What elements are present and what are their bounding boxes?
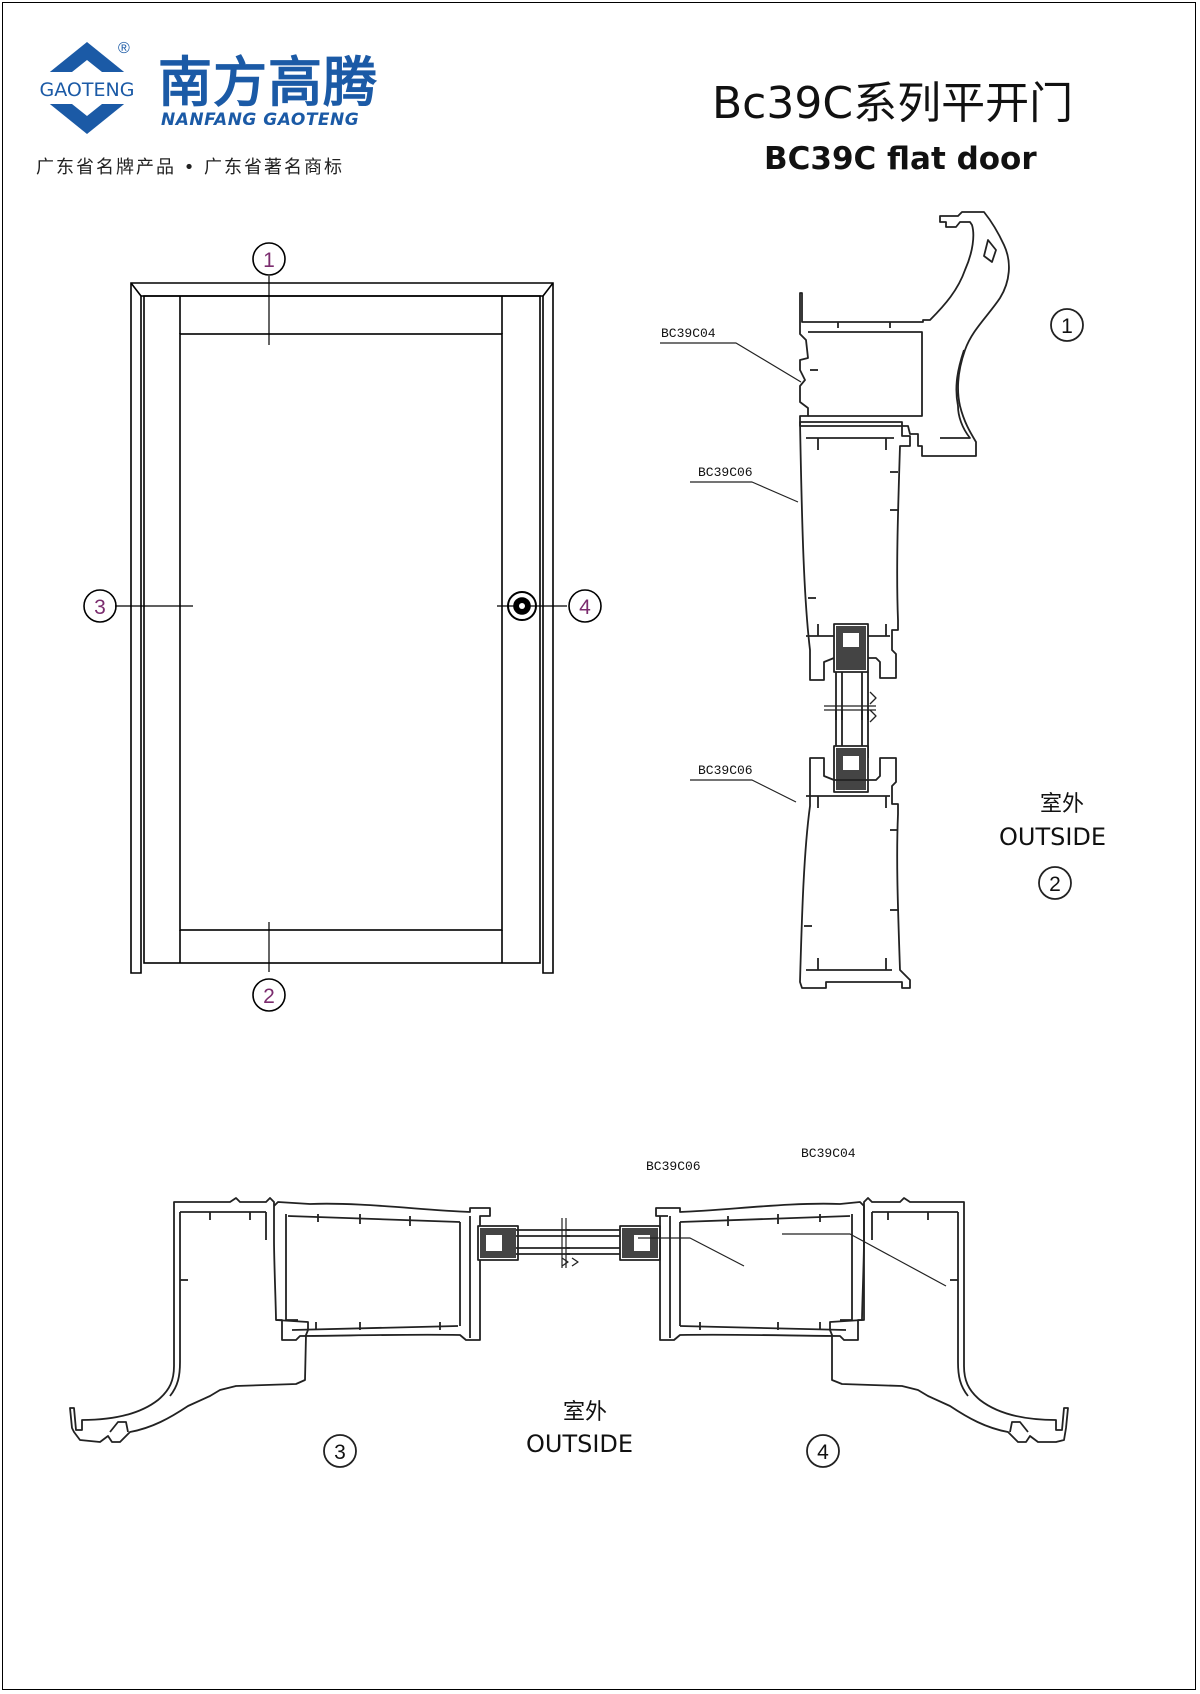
vertical-section: 1 2 <box>660 211 1084 989</box>
label-bc39c04-vertical: BC39C04 <box>661 326 716 341</box>
section-marker-2: 2 <box>1038 866 1072 900</box>
svg-text:4: 4 <box>817 1441 829 1464</box>
section-marker-3: 3 <box>323 1434 357 1468</box>
label-bc39c06-upper: BC39C06 <box>698 465 753 480</box>
svg-text:2: 2 <box>1049 873 1061 896</box>
svg-text:4: 4 <box>579 596 591 619</box>
outside-label-cn-horizontal: 室外 <box>563 1400 608 1425</box>
profile-bc39c04-right <box>829 1197 1069 1443</box>
label-bc39c06-lower: BC39C06 <box>698 763 753 778</box>
elevation-marker-1: 1 <box>252 242 286 276</box>
label-bc39c04-horizontal: BC39C04 <box>801 1146 856 1161</box>
elevation-marker-2: 2 <box>252 978 286 1012</box>
profile-bc39c06-left <box>273 1201 491 1341</box>
profile-bc39c06-lower <box>799 757 911 989</box>
registered-mark: ® <box>118 40 130 57</box>
horizontal-section: 3 4 <box>69 1197 1069 1468</box>
page-title-cn: Bc39C系列平开门 <box>712 78 1074 129</box>
outside-label-cn-vertical: 室外 <box>1040 792 1085 817</box>
svg-text:3: 3 <box>94 596 106 619</box>
page-title-en: BC39C flat door <box>764 141 1037 177</box>
logo-mark-text: GAOTENG <box>40 79 135 101</box>
outside-label-en-vertical: OUTSIDE <box>999 823 1107 851</box>
elevation-marker-4: 4 <box>568 589 602 623</box>
section-marker-4: 4 <box>806 1434 840 1468</box>
svg-text:1: 1 <box>263 249 275 272</box>
svg-text:1: 1 <box>1061 315 1073 338</box>
profile-bc39c06-right <box>655 1201 865 1341</box>
svg-text:3: 3 <box>334 1441 346 1464</box>
svg-text:2: 2 <box>263 985 275 1008</box>
profile-bc39c06-upper <box>799 421 911 681</box>
elevation-marker-3: 3 <box>83 589 117 623</box>
profile-bc39c04-left <box>69 1197 309 1443</box>
label-bc39c06-horizontal: BC39C06 <box>646 1159 701 1174</box>
outside-label-en-horizontal: OUTSIDE <box>526 1430 634 1458</box>
brand-name-cn: 南方高腾 <box>158 51 378 114</box>
door-elevation: 1 2 3 4 <box>83 242 602 1012</box>
gaoteng-logo-icon: GAOTENG <box>26 42 148 134</box>
brand-slogan: 广东省名牌产品 • 广东省著名商标 <box>36 157 345 178</box>
section-marker-1: 1 <box>1050 308 1084 342</box>
brand-name-en: NANFANG GAOTENG <box>161 110 360 130</box>
profile-bc39c04-vertical <box>799 211 1010 457</box>
